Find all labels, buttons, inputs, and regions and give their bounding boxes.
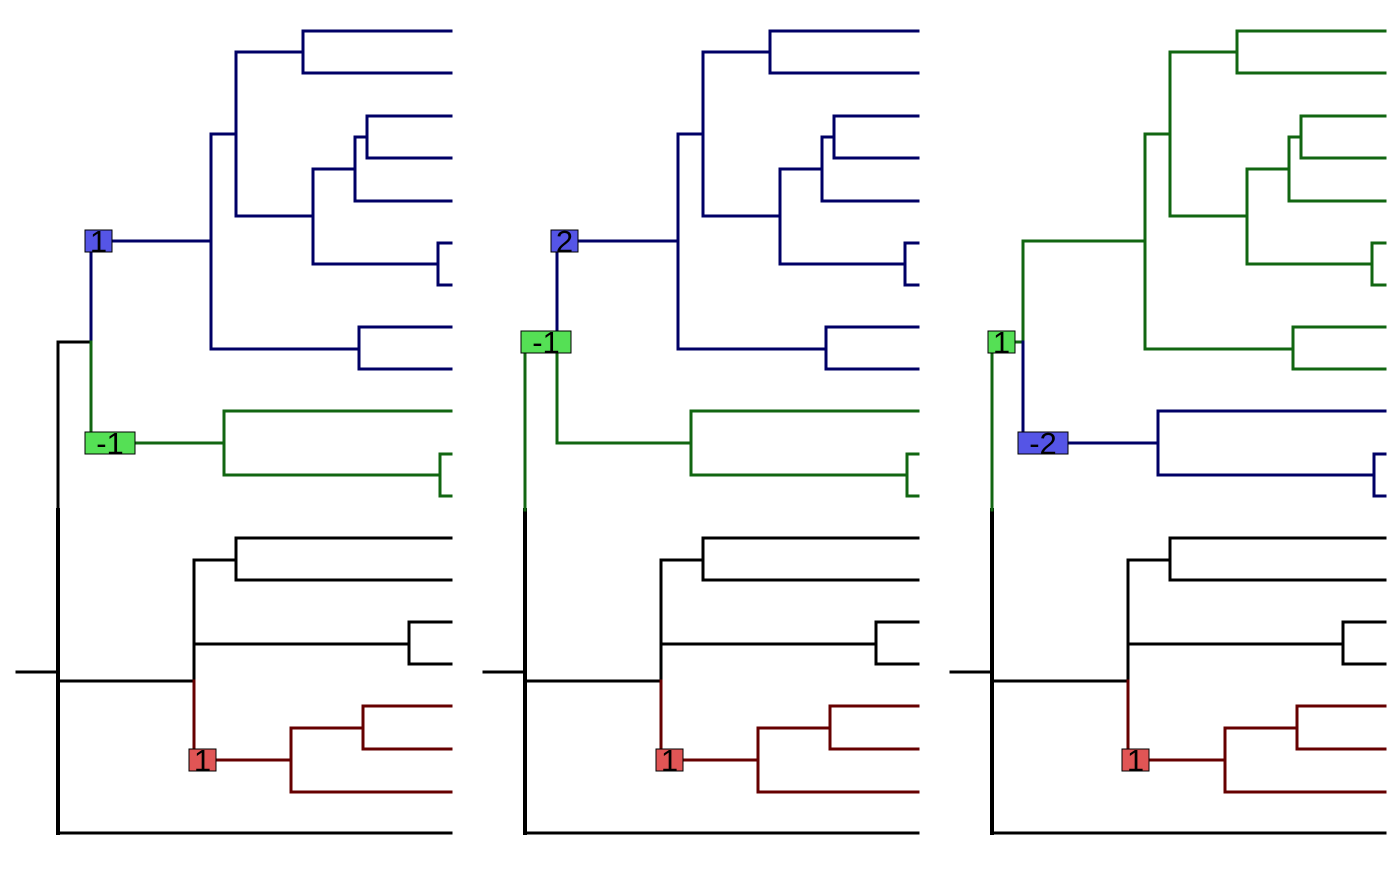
shift-label-panel1-blue: 1 [90, 224, 107, 259]
shift-label-panel3-red-box [1121, 748, 1150, 772]
tree-panel-3: 1 -2 1 [949, 29, 1387, 835]
shift-label-panel1-green-box [84, 431, 136, 455]
shift-label-panel1-blue-box [84, 229, 113, 253]
shift-label-panel2-red: 1 [661, 743, 678, 778]
shift-label-panel3-green: 1 [993, 325, 1010, 360]
tree-panel-1: 1 -1 1 [15, 29, 453, 835]
shift-label-panel3-red: 1 [1127, 743, 1144, 778]
shift-label-panel2-red-box [655, 748, 684, 772]
shift-label-panel2-green-box [520, 330, 572, 354]
shift-label-panel2-blue-box [550, 229, 579, 253]
shift-label-panel1-red: 1 [194, 743, 211, 778]
shift-label-panel3-green-box [987, 330, 1016, 354]
tree-panel-2: 2 -1 1 [482, 29, 920, 835]
shift-label-panel1-red-box [188, 748, 217, 772]
shift-label-panel1-green: -1 [96, 426, 124, 461]
shift-label-panel2-green: -1 [532, 325, 560, 360]
shift-label-panel3-blue-box [1017, 431, 1069, 455]
shift-label-panel3-blue: -2 [1029, 426, 1057, 461]
shift-label-panel2-blue: 2 [556, 224, 573, 259]
